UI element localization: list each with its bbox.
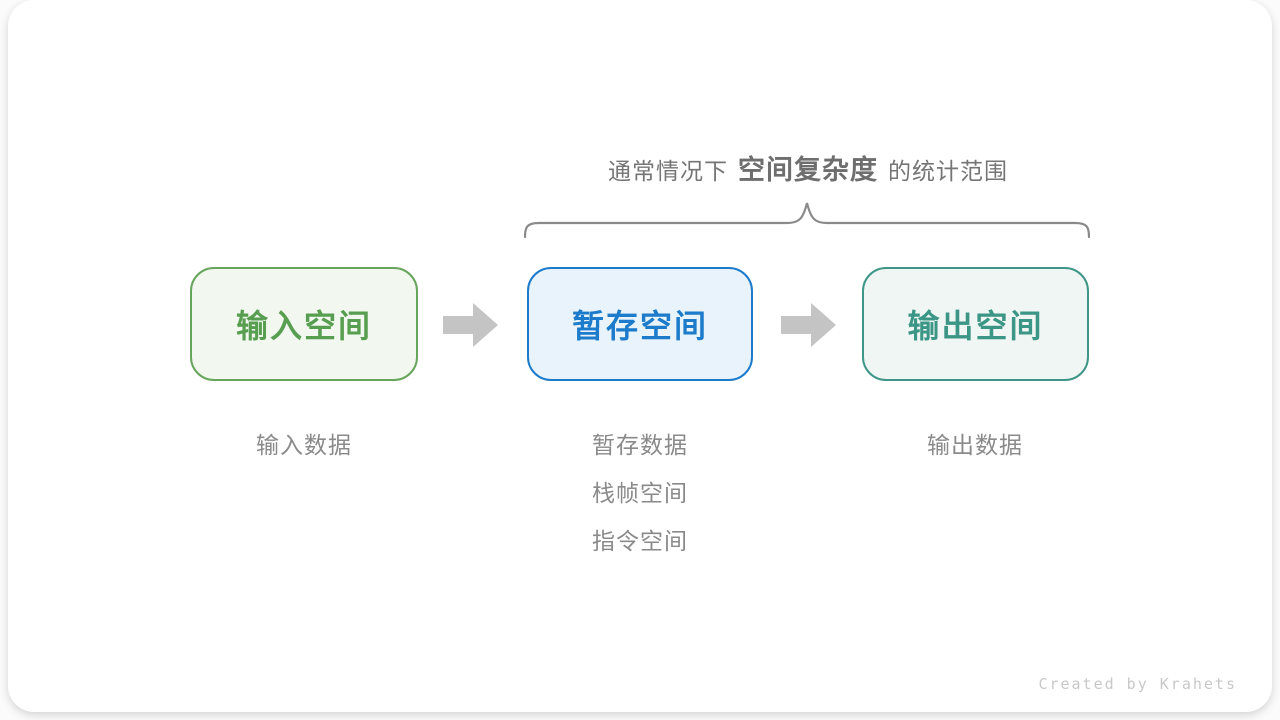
input-space-label: 输入空间 [235,308,372,344]
temp-space-box: 暂存空间 [527,267,753,381]
instruction-space-label: 指令空间 [592,528,688,554]
output-space-box: 输出空间 [862,267,1089,381]
output-data-label: 输出数据 [927,432,1023,458]
temp-data-label: 暂存数据 [592,432,688,458]
input-space-box: 输入空间 [190,267,418,381]
stack-frame-space-label: 栈帧空间 [592,480,688,506]
caption-highlight: 空间复杂度 [738,155,878,185]
temp-space-label: 暂存空间 [571,308,708,344]
caption-suffix: 的统计范围 [888,158,1008,184]
arrow-right-icon [443,303,498,347]
arrow-right-icon [781,303,836,347]
output-space-label: 输出空间 [907,308,1044,344]
caption-prefix: 通常情况下 [608,158,728,184]
caption: 通常情况下空间复杂度的统计范围 [525,148,1091,187]
brace-icon [524,202,1090,239]
credit-text: Created by Krahets [1038,675,1237,693]
input-data-label: 输入数据 [256,432,352,458]
